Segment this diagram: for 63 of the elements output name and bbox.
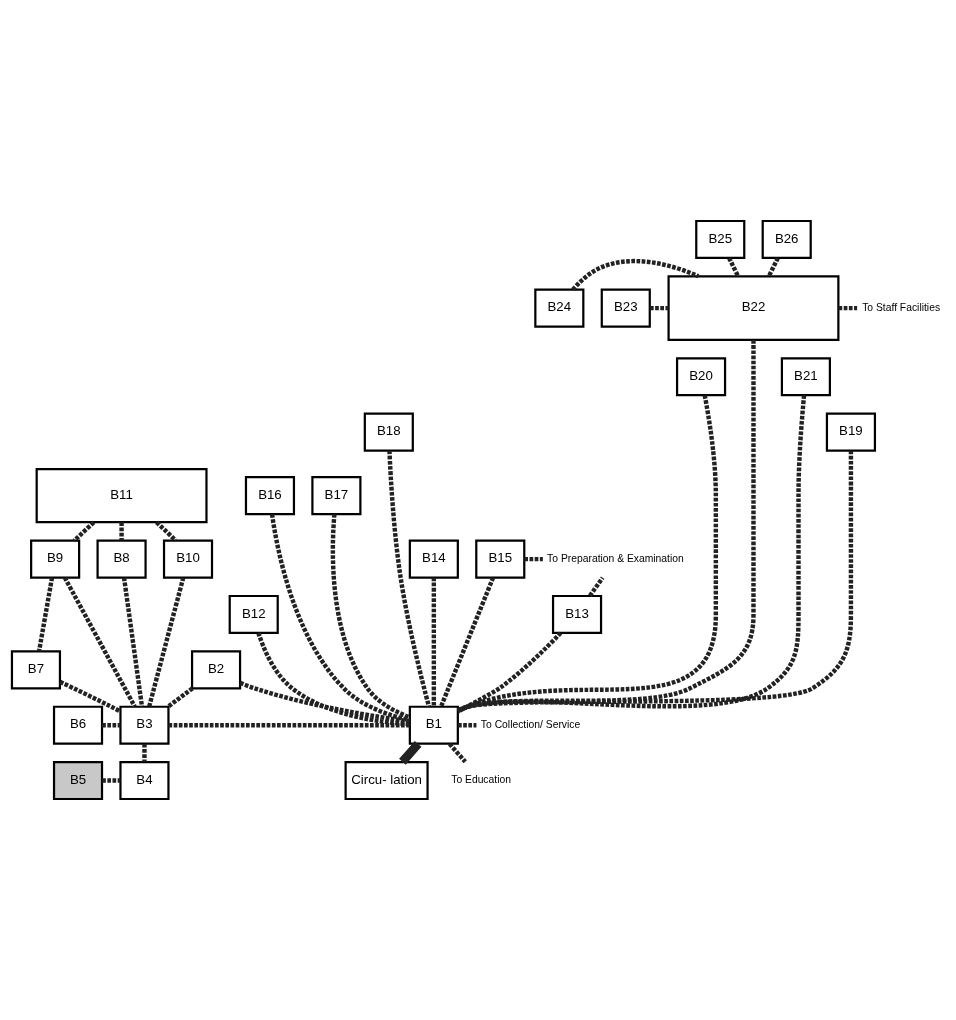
connector: [398, 740, 421, 765]
node-box: B1: [408, 705, 459, 745]
connector: [456, 340, 756, 713]
connector: [456, 450, 853, 713]
connector: [168, 722, 410, 728]
connector: [386, 450, 431, 708]
node-box: B20: [675, 357, 726, 397]
node-box: B13: [551, 594, 602, 634]
node-box: B15: [474, 539, 525, 579]
connector: [330, 513, 410, 720]
connector: [166, 686, 194, 709]
connector: [238, 680, 410, 724]
node-box: B21: [780, 357, 831, 397]
node-box: B24: [533, 288, 584, 328]
connector: [438, 576, 495, 708]
node-box: B5: [52, 761, 103, 801]
connector: [523, 556, 543, 562]
node-text: To Education: [450, 774, 511, 786]
node-box: B2: [190, 650, 241, 690]
node-box: B12: [228, 594, 279, 634]
node-text: To Preparation & Examination: [546, 552, 684, 564]
node-box: B3: [118, 705, 170, 745]
connector: [118, 522, 124, 541]
connector: [62, 576, 137, 708]
node-box: B7: [10, 650, 61, 690]
node-box: B18: [363, 412, 414, 452]
node-box: B8: [95, 539, 147, 579]
connector: [838, 305, 857, 311]
node-box: B22: [667, 275, 839, 341]
connector: [154, 520, 177, 542]
connector: [456, 395, 806, 713]
node-box: B26: [761, 219, 812, 259]
connector: [431, 577, 436, 707]
node-box: Circu- lation: [344, 761, 429, 801]
node-text: To Collection/ Service: [480, 718, 580, 730]
connector: [456, 394, 718, 714]
node-box: B14: [408, 539, 459, 579]
connector: [766, 257, 780, 278]
node-box: B16: [244, 476, 295, 516]
node-box: B19: [825, 412, 876, 452]
node-box: B4: [118, 761, 170, 801]
node-box: B23: [600, 288, 651, 328]
connector: [121, 577, 144, 707]
node-box: B6: [52, 705, 103, 745]
connector: [36, 577, 54, 652]
connector: [649, 305, 669, 311]
node-box: B25: [694, 219, 745, 259]
connector: [101, 778, 120, 783]
connector: [269, 513, 410, 723]
connector: [587, 576, 604, 597]
connector: [141, 743, 147, 762]
node-box: B9: [29, 539, 80, 579]
connector: [146, 577, 185, 708]
node-box: B17: [310, 476, 361, 516]
connector: [726, 257, 740, 278]
connector: [101, 722, 120, 728]
node-box: B11: [35, 467, 208, 524]
connector: [457, 722, 476, 728]
node-text: To Staff Facilities: [861, 301, 940, 313]
connector: [58, 679, 121, 714]
connector: [447, 742, 467, 764]
connector: [456, 631, 562, 714]
node-box: B10: [162, 539, 213, 579]
